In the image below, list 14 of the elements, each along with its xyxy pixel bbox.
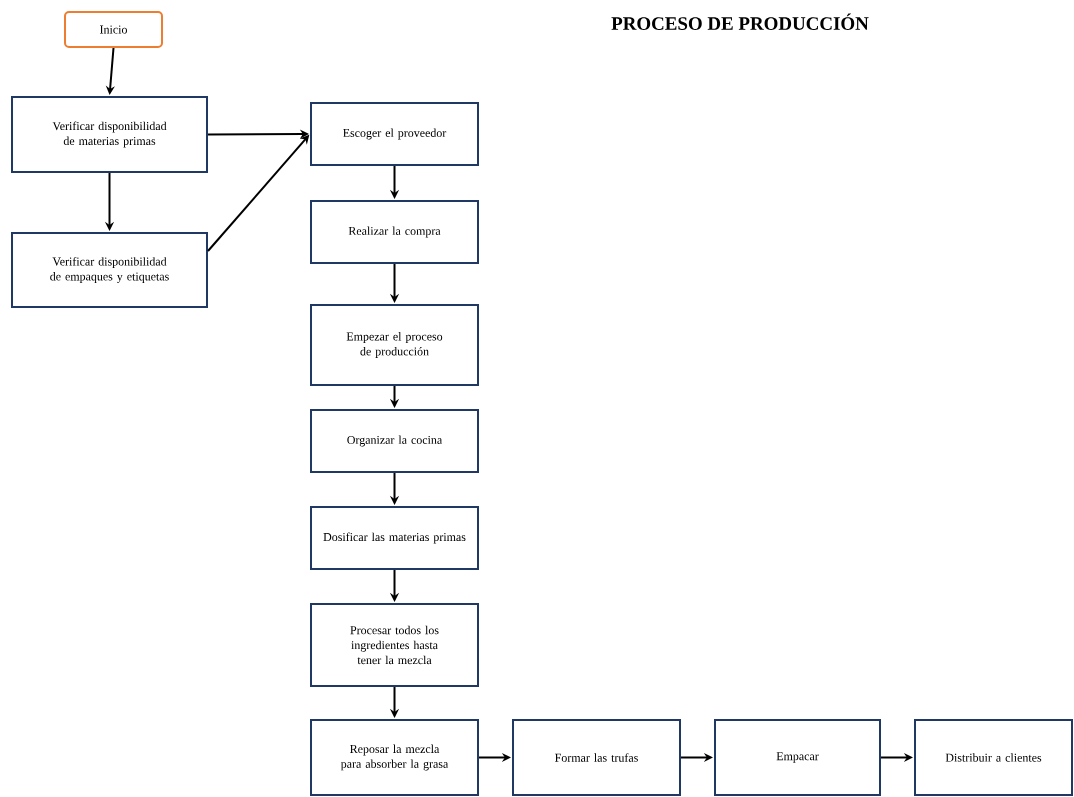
process-box: Formar las trufas (512, 719, 681, 796)
process-box: Reposar la mezcla para absorber la grasa (310, 719, 479, 796)
process-box: Empezar el proceso de producción (310, 304, 479, 386)
process-box: Realizar la compra (310, 200, 479, 264)
process-box: Dosificar las materias primas (310, 506, 479, 570)
process-box: Procesar todos los ingredientes hasta tener la mezcla (310, 603, 479, 687)
process-box: Verificar disponibilidad de empaques y etiquetas (11, 232, 208, 308)
process-box: Organizar la cocina (310, 409, 479, 473)
process-box: Distribuir a clientes (914, 719, 1073, 796)
title: PROCESO DE PRODUCCIÓN (611, 13, 869, 30)
process-box: Empacar (714, 719, 881, 796)
start-box: Inicio (64, 11, 163, 48)
process-box: Verificar disponibilidad de materias primas (11, 96, 208, 173)
process-box: Escoger el proveedor (310, 102, 479, 166)
